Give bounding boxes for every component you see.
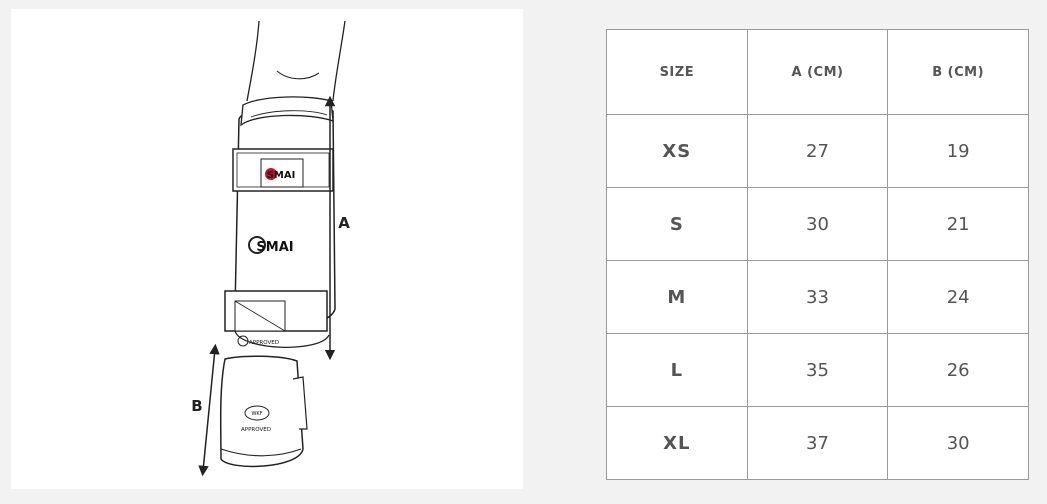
shin-guard-illustration: SMAI SMAI APPROVED WKF APPROVED A B (11, 9, 523, 489)
approved-text-bottom: APPROVED (241, 427, 271, 433)
a-cm-cell: 37 (746, 406, 889, 480)
b-cm-cell: 24 (887, 260, 1029, 334)
top-pad-inner (250, 110, 328, 118)
b-cm-cell: 30 (887, 406, 1029, 480)
table-row: M 33 24 (606, 260, 1029, 334)
table-row: L 35 26 (606, 333, 1029, 407)
foot-guard-sole (220, 448, 302, 457)
dimension-label-a: A (338, 214, 350, 232)
b-cm-cell: 21 (887, 187, 1029, 261)
table-header-row: SIZE A (CM) B (CM) (606, 29, 1029, 115)
size-cell: XS (606, 114, 748, 188)
table-row: S 30 21 (606, 187, 1029, 261)
b-cm-cell: 26 (887, 333, 1029, 407)
size-cell: XL (606, 406, 748, 480)
mid-logo-ring (248, 236, 266, 254)
seal-bottom (244, 405, 270, 421)
approved-text-top: APPROVED (249, 340, 279, 346)
a-cm-cell: 35 (746, 333, 889, 407)
shin-guard-drawing: SMAI SMAI APPROVED WKF APPROVED A B (191, 20, 350, 477)
b-cm-cell: 19 (887, 114, 1029, 188)
header-size: SIZE (606, 29, 748, 115)
leg-outline (246, 20, 260, 102)
a-cm-cell: 33 (746, 260, 889, 334)
mid-logo-text: SMAI (256, 240, 293, 255)
guard-bottom-edge (234, 330, 330, 348)
header-b-cm: B (CM) (887, 29, 1029, 115)
dimension-label-b: B (191, 397, 202, 415)
velcro-diagonal (234, 300, 286, 332)
size-cell: S (606, 187, 748, 261)
foot-guard-flap (292, 376, 308, 430)
size-cell: L (606, 333, 748, 407)
size-cell: M (606, 260, 748, 334)
table-row: XS 27 19 (606, 114, 1029, 188)
top-logo-red-dot (265, 168, 277, 180)
a-cm-cell: 27 (746, 114, 889, 188)
seal-text: WKF (251, 411, 262, 417)
knee-line (276, 70, 320, 80)
top-logo-text: SMAI (267, 170, 296, 181)
leg-outline-right (332, 20, 346, 102)
dimension-arrow-b (198, 343, 220, 477)
foot-guard-body (219, 355, 304, 468)
header-a-cm: A (CM) (746, 29, 889, 115)
size-chart-table: SIZE A (CM) B (CM) XS 27 19 S 30 21 M 33… (606, 29, 1029, 480)
a-cm-cell: 30 (746, 187, 889, 261)
table-row: XL 37 30 (606, 406, 1029, 480)
